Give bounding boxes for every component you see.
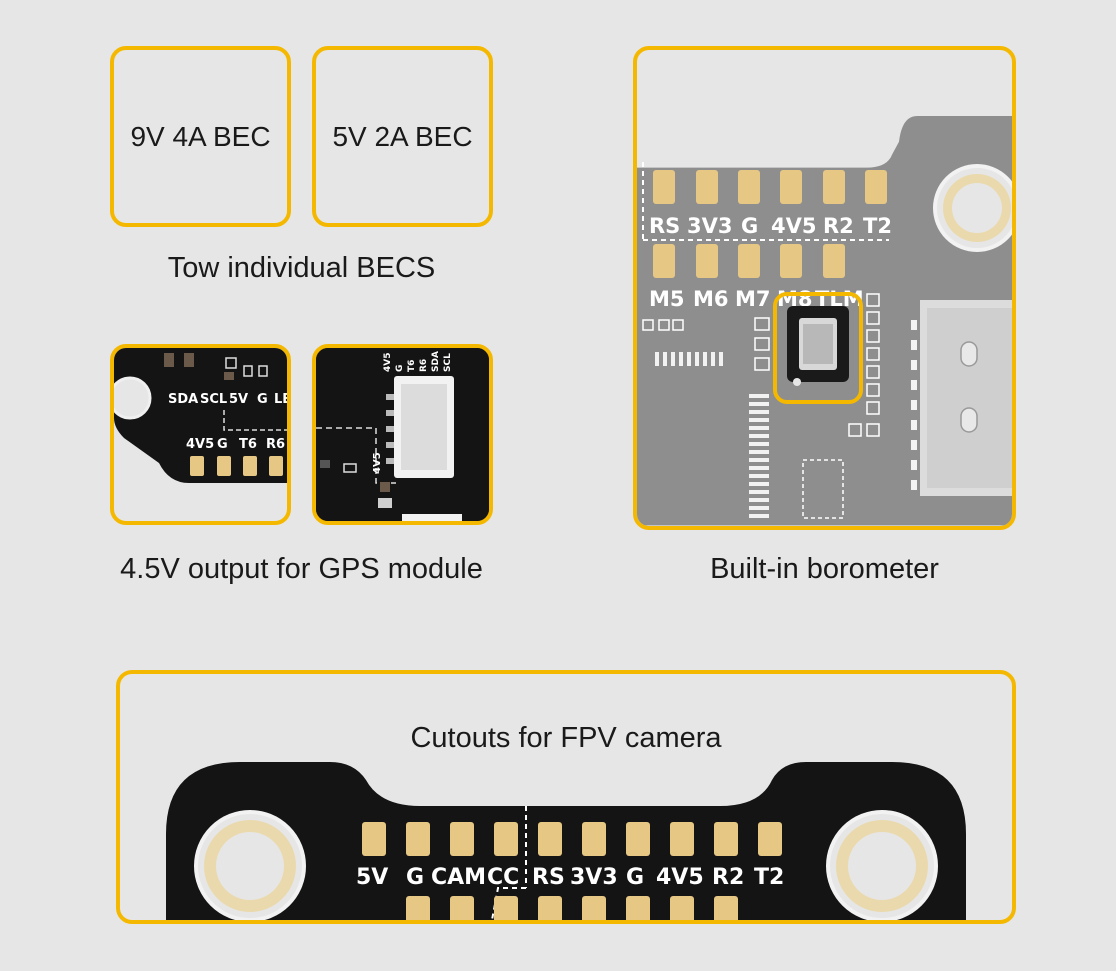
camera-caption: Cutouts for FPV camera xyxy=(410,722,722,754)
gps-pad-label-scl: SCL xyxy=(200,392,227,407)
barometer-caption: Built-in borometer xyxy=(710,553,939,585)
camera-box: Cutouts for FPV camera xyxy=(116,670,1016,924)
cam-label-g2: G xyxy=(626,865,644,890)
gps-pad-label-4v5: 4V5 xyxy=(186,437,214,452)
baro-label-r2: R2 xyxy=(823,214,854,238)
cam-label-g: G xyxy=(406,865,424,890)
cam-label-rs: RS xyxy=(532,865,565,890)
cam-label-cam: CAM xyxy=(431,865,486,890)
baro-label-m7: M7 xyxy=(735,287,771,311)
becs-caption: Tow individual BECS xyxy=(167,252,436,284)
baro-label-t2: T2 xyxy=(863,214,892,238)
gps-conn-label-4v5: 4V5 xyxy=(383,353,393,373)
baro-label-g: G xyxy=(741,214,758,238)
baro-label-m6: M6 xyxy=(693,287,729,311)
bec-9v-label: 9V 4A BEC xyxy=(130,120,271,152)
gps-pad-label-r6: R6 xyxy=(266,437,285,452)
gps-pad-label-g2: G xyxy=(217,437,228,452)
gps-connector-box: 4V5 G T6 R6 SDA SCL 4V5 xyxy=(312,344,493,525)
gps-pads-box: SDA SCL 5V G LE 4V5 G T6 R6 xyxy=(110,344,291,525)
baro-label-m5: M5 xyxy=(649,287,685,311)
baro-label-3v3: 3V3 xyxy=(687,214,732,238)
bec-5v-box: 5V 2A BEC xyxy=(312,46,493,227)
gps-connector-illustration: 4V5 G T6 R6 SDA SCL 4V5 xyxy=(316,348,489,521)
gps-pad-label-g: G xyxy=(257,392,268,407)
gps-conn-label-g: G xyxy=(395,365,405,372)
cam-label-3v3: 3V3 xyxy=(570,865,618,890)
gps-conn-label-sda: SDA xyxy=(431,351,441,372)
baro-label-rs: RS xyxy=(649,214,680,238)
gps-conn-label-r6: R6 xyxy=(419,359,429,372)
camera-illustration: 5V G CAM CC RS 3V3 G 4V5 R2 T2 xyxy=(166,762,966,920)
barometer-illustration: RS 3V3 G 4V5 R2 T2 M5 M6 M7 M8 TLM xyxy=(637,116,1012,526)
gps-pad-label-sda: SDA xyxy=(168,392,198,407)
barometer-box: RS 3V3 G 4V5 R2 T2 M5 M6 M7 M8 TLM xyxy=(633,46,1016,530)
cam-label-t2: T2 xyxy=(754,865,784,890)
gps-pad-label-t6: T6 xyxy=(239,437,257,452)
cam-label-4v5: 4V5 xyxy=(656,865,704,890)
gps-side-label: 4V5 xyxy=(372,452,383,474)
baro-label-4v5: 4V5 xyxy=(771,214,816,238)
gps-conn-label-t6: T6 xyxy=(407,360,417,372)
cam-label-r2: R2 xyxy=(712,865,744,890)
cam-label-cc: CC xyxy=(487,865,519,890)
gps-pad-label-le: LE xyxy=(274,392,287,407)
cam-label-5v: 5V xyxy=(356,865,388,890)
bec-9v-box: 9V 4A BEC xyxy=(110,46,291,227)
gps-conn-label-scl: SCL xyxy=(443,353,453,372)
bec-5v-label: 5V 2A BEC xyxy=(332,120,473,152)
gps-pads-illustration: SDA SCL 5V G LE 4V5 G T6 R6 xyxy=(114,348,287,483)
gps-pad-label-5v: 5V xyxy=(229,392,248,407)
gps-caption: 4.5V output for GPS module xyxy=(120,553,483,585)
